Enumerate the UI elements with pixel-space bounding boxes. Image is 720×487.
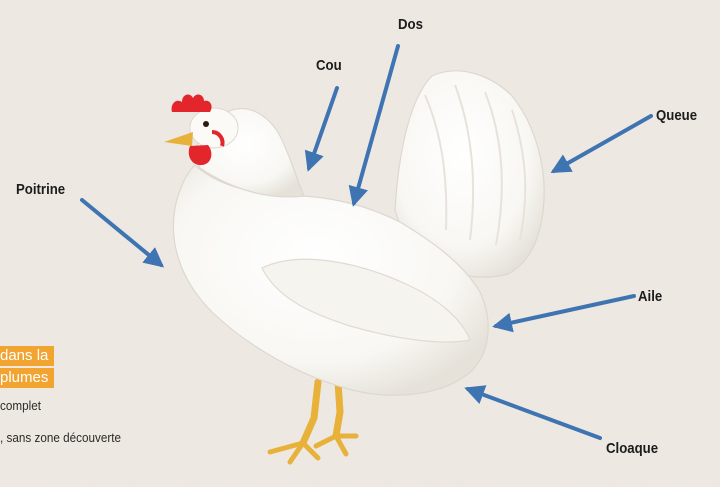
info-tag-line2: plumes xyxy=(0,368,54,388)
label-cou: Cou xyxy=(316,57,342,74)
label-dos: Dos xyxy=(398,16,423,33)
chicken-eye xyxy=(203,121,209,127)
label-cloaque: Cloaque xyxy=(606,440,658,457)
info-note-line2: , sans zone découverte xyxy=(0,430,121,445)
label-poitrine: Poitrine xyxy=(16,181,65,198)
label-queue: Queue xyxy=(656,107,697,124)
label-aile: Aile xyxy=(638,288,662,305)
info-tag-line1: dans la xyxy=(0,346,54,366)
leg-right xyxy=(336,382,340,436)
chicken-head xyxy=(190,108,238,148)
info-note-line1: complet xyxy=(0,398,41,413)
